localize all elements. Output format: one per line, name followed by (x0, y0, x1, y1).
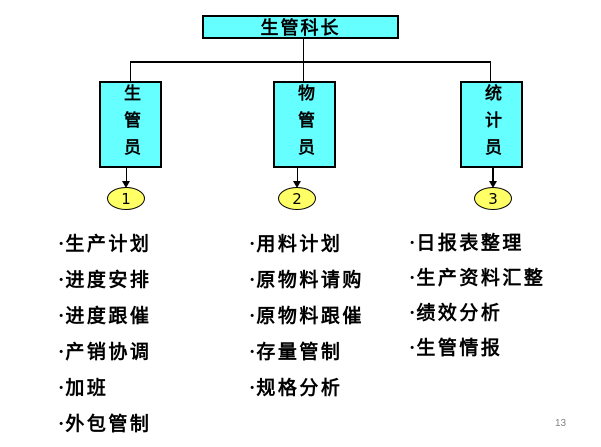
list-item: ·原物料跟催 (249, 299, 364, 335)
duty-list-2: ·用料计划 ·原物料请购 ·原物料跟催 ·存量管制 ·规格分析 (249, 227, 364, 407)
duty-text: 用料计划 (256, 234, 343, 255)
bullet-icon: · (409, 303, 416, 324)
bullet-icon: · (58, 306, 65, 327)
duty-text: 原物料请购 (256, 270, 364, 291)
list-item: ·产销协调 (58, 335, 151, 371)
arrow-head-2-icon (293, 181, 301, 188)
duty-text: 原物料跟催 (256, 306, 364, 327)
org-node-root-label: 生管科长 (260, 18, 341, 38)
bullet-icon: · (58, 234, 65, 255)
org-node-child-3-label: 统计员 (482, 84, 501, 165)
badge-oval-2: 2 (278, 187, 316, 210)
list-item: ·日报表整理 (409, 226, 545, 261)
list-item: ·规格分析 (249, 371, 364, 407)
bullet-icon: · (58, 414, 65, 435)
badge-3-number: 3 (488, 189, 498, 208)
bullet-icon: · (249, 234, 256, 255)
duty-text: 绩效分析 (416, 303, 503, 324)
bullet-icon: · (58, 342, 65, 363)
org-node-child-2-label: 物管员 (295, 84, 314, 165)
duty-list-1: ·生产计划 ·进度安排 ·进度跟催 ·产销协调 ·加班 ·外包管制 (58, 227, 151, 443)
duty-text: 生产计划 (65, 234, 152, 255)
list-item: ·生管情报 (409, 331, 545, 366)
arrow-stem-1 (125, 168, 128, 181)
org-node-child-2: 物管员 (273, 81, 336, 168)
bullet-icon: · (58, 378, 65, 399)
connector-drop-1 (129, 61, 131, 81)
bullet-icon: · (409, 233, 416, 254)
badge-oval-3: 3 (474, 187, 512, 210)
list-item: ·存量管制 (249, 335, 364, 371)
list-item: ·绩效分析 (409, 296, 545, 331)
duty-text: 规格分析 (256, 378, 343, 399)
org-node-child-1-label: 生管员 (121, 84, 140, 165)
badge-2-number: 2 (292, 189, 302, 208)
duty-text: 存量管制 (256, 342, 343, 363)
list-item: ·进度安排 (58, 263, 151, 299)
arrow-stem-2 (296, 168, 299, 181)
duty-text: 加班 (65, 378, 109, 399)
org-node-root: 生管科长 (202, 15, 399, 39)
arrow-stem-3 (492, 168, 494, 181)
duty-text: 生管情报 (416, 338, 503, 359)
duty-text: 生产资料汇整 (416, 268, 546, 289)
bullet-icon: · (249, 342, 256, 363)
list-item: ·生产资料汇整 (409, 261, 545, 296)
duty-text: 进度安排 (65, 270, 152, 291)
list-item: ·外包管制 (58, 407, 151, 443)
arrow-head-1-icon (122, 181, 130, 188)
connector-drop-3 (489, 61, 491, 81)
list-item: ·原物料请购 (249, 263, 364, 299)
bullet-icon: · (249, 306, 256, 327)
connector-horizontal-rail (130, 61, 491, 63)
org-node-child-1: 生管员 (99, 81, 162, 168)
arrow-head-3-icon (488, 181, 497, 188)
duty-list-3: ·日报表整理 ·生产资料汇整 ·绩效分析 ·生管情报 (409, 226, 545, 366)
page-number: 13 (555, 418, 567, 429)
connector-root-stem (302, 39, 304, 62)
connector-drop-2 (302, 61, 304, 81)
bullet-icon: · (249, 378, 256, 399)
badge-1-number: 1 (121, 189, 131, 208)
bullet-icon: · (249, 270, 256, 291)
org-node-child-3: 统计员 (460, 81, 523, 168)
duty-text: 日报表整理 (416, 233, 524, 254)
duty-text: 进度跟催 (65, 306, 152, 327)
bullet-icon: · (409, 268, 416, 289)
bullet-icon: · (409, 338, 416, 359)
list-item: ·进度跟催 (58, 299, 151, 335)
duty-text: 产销协调 (65, 342, 152, 363)
badge-oval-1: 1 (107, 187, 145, 210)
list-item: ·加班 (58, 371, 151, 407)
list-item: ·生产计划 (58, 227, 151, 263)
duty-text: 外包管制 (65, 414, 152, 435)
bullet-icon: · (58, 270, 65, 291)
list-item: ·用料计划 (249, 227, 364, 263)
